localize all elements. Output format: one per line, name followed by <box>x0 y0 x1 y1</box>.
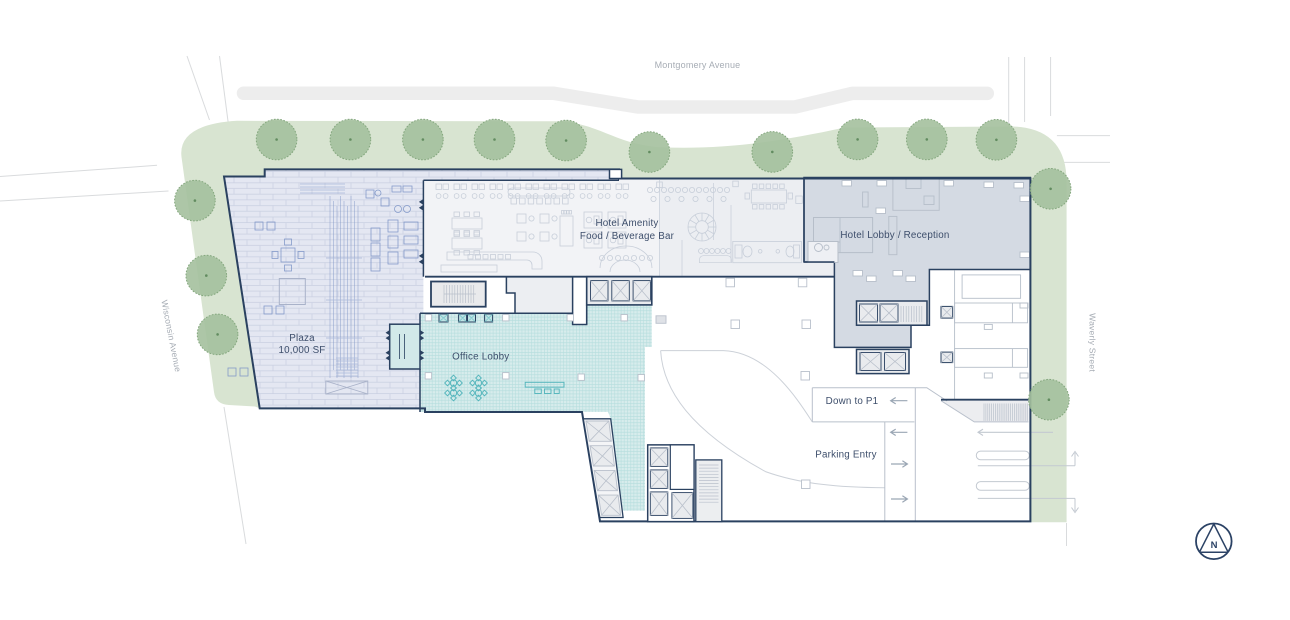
svg-text:Down to P1: Down to P1 <box>826 396 879 407</box>
svg-text:Waverly Street: Waverly Street <box>1088 313 1098 372</box>
svg-text:10,000 SF: 10,000 SF <box>278 345 325 356</box>
svg-text:Food / Beverage Bar: Food / Beverage Bar <box>580 231 675 242</box>
svg-text:Hotel Lobby / Reception: Hotel Lobby / Reception <box>840 230 949 241</box>
svg-text:Parking Entry: Parking Entry <box>815 450 876 461</box>
svg-text:Office Lobby: Office Lobby <box>452 352 509 363</box>
svg-text:Hotel Amenity: Hotel Amenity <box>595 218 658 229</box>
svg-text:Montgomery Avenue: Montgomery Avenue <box>655 60 741 70</box>
svg-text:N: N <box>1211 540 1218 551</box>
svg-text:Plaza: Plaza <box>289 333 315 344</box>
